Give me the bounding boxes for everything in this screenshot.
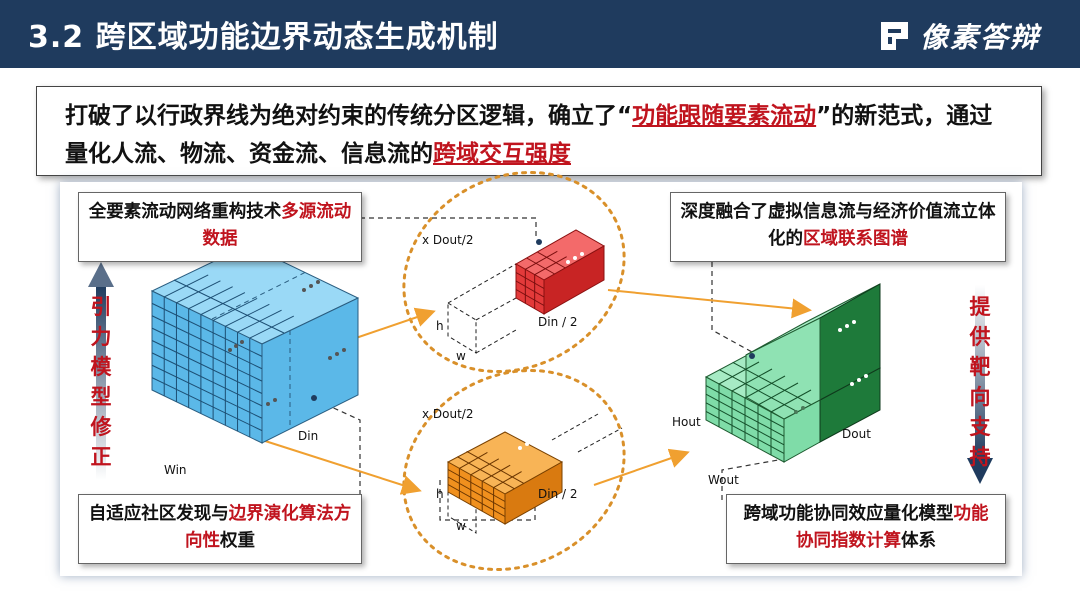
grid-line xyxy=(757,382,799,406)
label-din: Din xyxy=(298,429,318,443)
grid-line xyxy=(537,251,566,269)
box-top-left: 全要素流动网络重构技术多源流动数据 xyxy=(78,192,362,262)
box-bottom-right-text: 跨域功能协同效应量化模型 xyxy=(743,504,954,524)
box-bottom-left-highlight: 边界演化算法方向性 xyxy=(185,504,352,551)
grid-line xyxy=(515,289,545,306)
box-bottom-left-text: 自适应社区发现与 xyxy=(88,504,229,524)
box-bottom-right: 跨域功能协同效应量化模型功能协同指数计算体系 xyxy=(726,494,1006,564)
grid-line xyxy=(525,250,558,270)
label-top-w: w xyxy=(456,349,466,363)
label-hout: Hout xyxy=(672,415,701,429)
label-dout: Dout xyxy=(842,427,871,441)
label-top-xdout: x Dout/2 xyxy=(422,233,474,247)
intro-highlight-2: 跨域交互强度 xyxy=(433,141,571,167)
side-label-right: 提供靶向支持 xyxy=(969,295,991,469)
grid-line xyxy=(459,451,488,469)
grid-line xyxy=(151,340,263,394)
grid-line xyxy=(447,469,506,502)
top-tensor-red xyxy=(447,229,606,354)
grid-line xyxy=(731,368,773,392)
label-win: Win xyxy=(164,463,187,477)
label-top-h: h xyxy=(436,319,444,333)
grid-line xyxy=(151,302,263,357)
grid-line xyxy=(515,272,545,289)
grid-line xyxy=(515,280,545,298)
grid-line xyxy=(705,402,785,446)
grid-line xyxy=(173,279,285,334)
box-bottom-right-suffix: 体系 xyxy=(901,531,936,551)
output-tensor-green xyxy=(704,283,882,463)
left-vertical-arrow xyxy=(88,262,114,480)
grid-line xyxy=(457,456,515,490)
box-bottom-right-highlight: 功能协同指数计算 xyxy=(796,504,989,551)
intro-text-2: ”的新范式，通过量化人流、物流、资金流、信息流的 xyxy=(65,103,993,167)
label-wout: Wout xyxy=(708,473,739,487)
grid-line xyxy=(705,385,785,429)
side-label-left: 引力模型修正 xyxy=(90,295,112,469)
grid-line xyxy=(151,352,263,407)
bottom-tensor-orange xyxy=(446,413,623,534)
brand-logo: 像素答辩 xyxy=(878,16,1040,56)
grid-line xyxy=(744,375,786,399)
grid-line xyxy=(447,476,506,510)
box-top-left-text: 全要素流动网络重构技术 xyxy=(88,202,282,222)
label-top-din: Din / 2 xyxy=(538,315,578,329)
grid-line xyxy=(151,327,263,382)
box-bottom-left-suffix: 权重 xyxy=(220,531,255,551)
intro-box: 打破了以行政界线为绝对约束的传统分区逻辑，确立了“功能跟随要素流动”的新范式，通… xyxy=(36,86,1042,176)
grid-line xyxy=(705,393,785,437)
intro-text-1: 打破了以行政界线为绝对约束的传统分区逻辑，确立了“ xyxy=(65,103,633,129)
grid-line xyxy=(526,257,555,275)
top-dotted-ellipse xyxy=(402,171,626,373)
grid-line xyxy=(151,315,263,370)
grid-line xyxy=(732,361,811,405)
grid-line xyxy=(481,464,511,482)
dashed-connectors xyxy=(315,217,779,521)
bottom-dotted-ellipse xyxy=(402,369,626,571)
grid-line xyxy=(151,377,263,432)
grid-line xyxy=(470,458,500,476)
grid-line xyxy=(493,471,522,489)
flow-arrows xyxy=(261,289,812,495)
logo-icon xyxy=(878,19,912,53)
grid-line xyxy=(718,361,760,385)
right-vertical-arrow xyxy=(967,285,993,484)
grid-line xyxy=(447,484,506,517)
input-tensor-blue xyxy=(150,244,360,445)
intro-highlight-1: 功能跟随要素流动 xyxy=(632,103,817,129)
label-bot-w: w xyxy=(456,519,466,533)
grid-line xyxy=(719,369,798,413)
label-bot-din: Din / 2 xyxy=(538,487,578,501)
label-bot-h: h xyxy=(436,487,444,501)
brand-name: 像素答辩 xyxy=(919,21,1040,54)
grid-line xyxy=(770,389,812,413)
grid-line xyxy=(466,450,524,484)
page-title: 3.2 跨区域功能边界动态生成机制 xyxy=(28,20,499,55)
box-top-right-text: 深度融合了虚拟信息流与经济价值流立体化的 xyxy=(680,202,996,249)
label-bot-xdout: x Dout/2 xyxy=(422,407,474,421)
box-top-right-highlight: 区域联系图谱 xyxy=(803,229,908,249)
box-bottom-left: 自适应社区发现与边界演化算法方向性权重 xyxy=(78,494,362,564)
box-top-right: 深度融合了虚拟信息流与经济价值流立体化的区域联系图谱 xyxy=(670,192,1006,262)
header-bar: 3.2 跨区域功能边界动态生成机制 像素答辩 xyxy=(0,0,1080,68)
grid-line xyxy=(151,364,263,419)
grid-line xyxy=(705,410,785,454)
box-top-left-highlight: 多源流动数据 xyxy=(202,202,352,249)
grid-line xyxy=(534,256,567,276)
